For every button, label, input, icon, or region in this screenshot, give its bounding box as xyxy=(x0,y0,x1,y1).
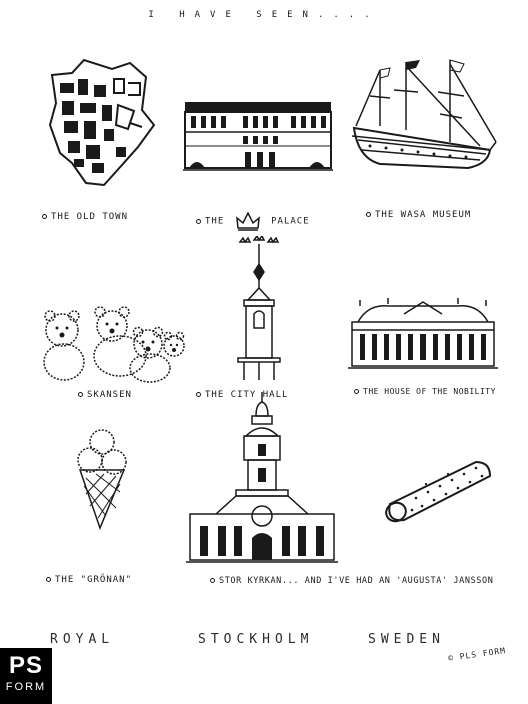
bears-sketch xyxy=(38,306,186,384)
caption-skansen: SKANSEN xyxy=(78,390,132,400)
caption-text: THE HOUSE OF THE NOBILITY xyxy=(363,387,496,396)
logo-ps-text: PS xyxy=(8,652,43,679)
augusta-jansson-roll-sketch xyxy=(376,454,496,530)
caption-text: THE xyxy=(205,216,225,227)
wasa-ship-sketch xyxy=(350,56,500,172)
ps-form-logo: PS FORM xyxy=(0,648,52,704)
bullet-icon xyxy=(46,577,51,582)
bullet-icon xyxy=(366,212,371,217)
old-town-map-sketch xyxy=(42,55,160,195)
footer-royal: ROYAL xyxy=(50,632,115,647)
storkyrkan-church-sketch xyxy=(186,392,338,568)
caption-storkyrkan: STOR KYRKAN... AND I'VE HAD AN 'AUGUSTA'… xyxy=(210,576,493,586)
royal-palace-sketch xyxy=(183,98,333,174)
caption-text: THE "GRÖNAN" xyxy=(55,575,133,585)
caption-text: THE OLD TOWN xyxy=(51,212,129,222)
bullet-icon xyxy=(196,218,201,224)
bullet-icon xyxy=(210,578,215,583)
footer-sweden: SWEDEN xyxy=(368,632,445,647)
ice-cream-cone-sketch xyxy=(76,428,128,532)
caption-old-town: THE OLD TOWN xyxy=(42,212,128,222)
caption-text: THE CITY HALL xyxy=(205,390,289,400)
artist-signature: © PLS FORM xyxy=(447,645,507,664)
caption-palace: THE PALACE xyxy=(196,210,310,232)
page-title: I HAVE SEEN.... xyxy=(148,10,380,20)
caption-text: SKANSEN xyxy=(87,390,132,400)
footer-stockholm: STOCKHOLM xyxy=(198,632,314,647)
bullet-icon xyxy=(42,214,47,219)
house-of-nobility-sketch xyxy=(348,296,498,374)
crown-icon xyxy=(235,211,260,231)
bullet-icon xyxy=(78,392,83,397)
bullet-icon xyxy=(354,389,359,394)
caption-text: PALACE xyxy=(271,216,310,227)
caption-wasa: THE WASA MUSEUM xyxy=(366,210,471,220)
caption-house-of-nobility: THE HOUSE OF THE NOBILITY xyxy=(354,387,496,396)
caption-gronan: THE "GRÖNAN" xyxy=(46,575,132,585)
caption-text: STOR KYRKAN... AND I'VE HAD AN 'AUGUSTA'… xyxy=(219,576,494,586)
bullet-icon xyxy=(196,392,201,397)
caption-city-hall: THE CITY HALL xyxy=(196,390,288,400)
caption-text: THE WASA MUSEUM xyxy=(375,210,472,220)
city-hall-tower-sketch xyxy=(234,236,290,382)
logo-form-text: FORM xyxy=(5,681,47,693)
